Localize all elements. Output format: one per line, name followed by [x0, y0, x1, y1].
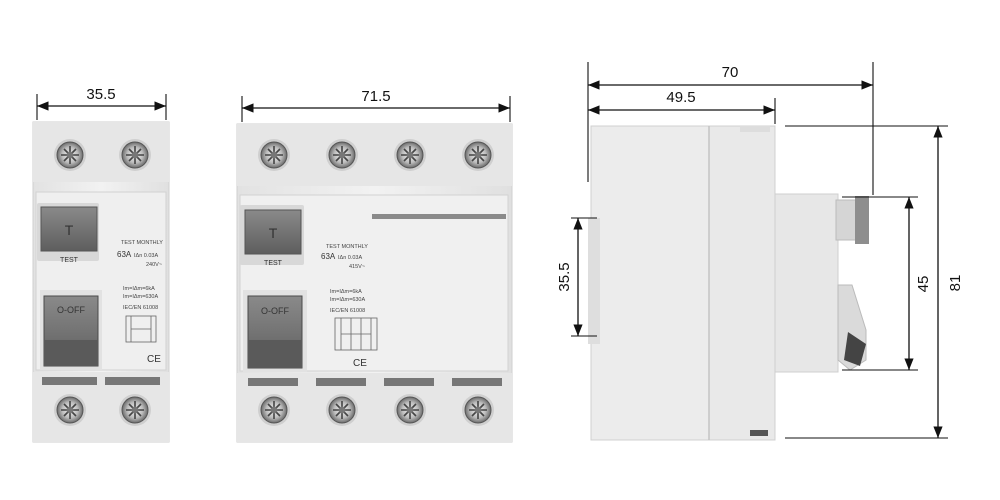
- rating-label: 63A: [117, 250, 132, 259]
- side-body-front: [708, 125, 776, 441]
- two-pole-rcd: 35.5 T TEST TEST MONTHLY 63A IΔn 0.03A 2…: [32, 86, 170, 443]
- dim-two-pole-width: 35.5: [86, 86, 115, 103]
- terminal-screw-icon: [53, 393, 87, 427]
- test-button[interactable]: [244, 209, 302, 255]
- breaking-capacity-1: Im=IΔm=6kA: [123, 286, 155, 292]
- terminal-screw-icon: [393, 393, 427, 427]
- terminal-screw-icon: [461, 393, 495, 427]
- test-monthly-label: TEST MONTHLY: [121, 240, 163, 246]
- voltage-label: 415V~: [349, 264, 365, 270]
- test-monthly-label: TEST MONTHLY: [326, 244, 368, 250]
- standard-label: IEC/EN 61008: [330, 308, 365, 314]
- test-word: TEST: [264, 260, 283, 267]
- rating-label: 63A: [321, 252, 336, 261]
- terminal-screw-icon: [53, 138, 87, 172]
- side-view: 70 49.5 35.5 45 81: [556, 62, 964, 441]
- terminal-screw-icon: [325, 138, 359, 172]
- dim-front-height: 45: [915, 276, 932, 293]
- side-handle[interactable]: [855, 196, 869, 244]
- breaking-capacity-2: Im=IΔm=630A: [330, 297, 365, 303]
- breaking-capacity-1: Im=IΔm=6kA: [330, 289, 362, 295]
- handle-off-label: O-OFF: [261, 306, 289, 316]
- test-button-letter: T: [65, 222, 74, 238]
- dim-four-pole-width: 71.5: [361, 88, 390, 105]
- sensitivity-label: IΔn 0.03A: [338, 255, 362, 261]
- terminal-screw-icon: [257, 393, 291, 427]
- dim-total-height: 81: [947, 275, 964, 292]
- test-button-letter: T: [269, 225, 278, 241]
- ce-mark: CE: [147, 354, 161, 365]
- wiring-diagram-icon: [334, 317, 378, 351]
- terminal-screw-icon: [325, 393, 359, 427]
- standard-label: IEC/EN 61008: [123, 305, 158, 311]
- terminal-screw-icon: [393, 138, 427, 172]
- terminal-screw-icon: [118, 393, 152, 427]
- ce-mark: CE: [353, 358, 367, 369]
- terminal-screw-icon: [118, 138, 152, 172]
- handle-off-label: O-OFF: [57, 305, 85, 315]
- dim-body-depth: 49.5: [666, 89, 695, 106]
- dim-rail-height: 35.5: [556, 262, 573, 291]
- test-word: TEST: [60, 257, 79, 264]
- terminal-screw-icon: [461, 138, 495, 172]
- sensitivity-label: IΔn 0.03A: [134, 253, 158, 259]
- breaking-capacity-2: Im=IΔm=630A: [123, 294, 158, 300]
- voltage-label: 240V~: [146, 262, 162, 268]
- test-button[interactable]: [40, 206, 98, 252]
- terminal-screw-icon: [257, 138, 291, 172]
- wiring-diagram-icon: [125, 315, 157, 343]
- side-body-rear: [590, 125, 710, 441]
- dim-total-depth: 70: [722, 64, 739, 81]
- four-pole-rcd: 71.5 T TEST TEST MONTHLY 63A IΔn 0.03A 4…: [236, 88, 513, 443]
